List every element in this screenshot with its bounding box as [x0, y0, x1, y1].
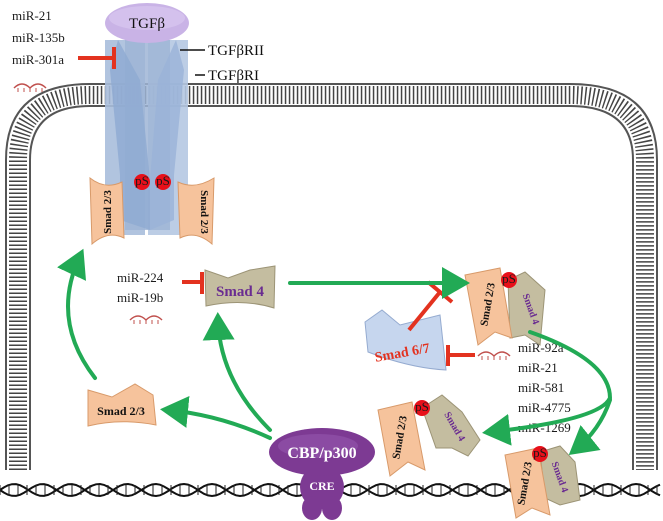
- mirna-label: miR-224: [117, 270, 164, 285]
- arrow-recycle-up: [57, 248, 97, 380]
- smad-complex-nucleus-right: Smad 4 Smad 2/3 pS: [504, 445, 581, 519]
- tgfbri-label: TGFβRI: [208, 68, 259, 84]
- smad23-label: Smad 2/3: [102, 190, 114, 234]
- mirna-label: miR-135b: [12, 30, 65, 45]
- smad4-cytoplasm: Smad 4: [204, 265, 276, 309]
- phospho-label: pS: [415, 399, 429, 414]
- arrow-cbp-to-smad4: [202, 312, 272, 432]
- phospho-label: pS: [502, 271, 516, 286]
- smad23-receptor-left: Smad 2/3: [89, 176, 125, 246]
- smad-complex-cytoplasm: Smad 4 Smad 2/3 pS: [464, 267, 546, 346]
- cell-membrane: [5, 83, 658, 470]
- mirna-hairpin-icon: [13, 83, 47, 92]
- smad23-label: Smad 2/3: [97, 404, 145, 418]
- smad23-label: Smad 2/3: [198, 190, 210, 234]
- phospho-group: pS pS: [134, 173, 171, 190]
- smad23-free: Smad 2/3: [87, 383, 157, 427]
- phospho-label: pS: [156, 173, 170, 188]
- arrow-complex-to-nucleus-right: [568, 398, 612, 455]
- mirna-hairpin-icon: [129, 315, 163, 324]
- cbp-label: CBP/p300: [287, 445, 356, 462]
- smad-complex-nucleus-left: Smad 4 Smad 2/3 pS: [377, 394, 481, 477]
- mirna-label: miR-21: [518, 360, 558, 375]
- tgf-beta-label: TGFβ: [129, 16, 165, 32]
- mirna-label: miR-19b: [117, 290, 163, 305]
- inhibition-line: [407, 290, 442, 332]
- smad4-label: Smad 4: [216, 284, 264, 300]
- mirna-label: miR-92a: [518, 340, 564, 355]
- mirna-label: miR-4775: [518, 400, 571, 415]
- phospho-label: pS: [135, 173, 149, 188]
- smad67-protein: Smad 6/7: [364, 309, 447, 371]
- cre-label: CRE: [309, 479, 334, 493]
- mirna-hairpin-icon: [477, 351, 511, 360]
- smad23-receptor-right: Smad 2/3: [177, 177, 215, 246]
- tgfbrii-label: TGFβRII: [208, 43, 264, 59]
- receptor-mirna-group: miR-21 miR-135b miR-301a: [12, 8, 65, 92]
- cbp-p300: CBP/p300: [269, 428, 375, 476]
- smad67-mirna-group: miR-92a miR-21 miR-581 miR-4775 miR-1269: [518, 340, 571, 435]
- pathway-arrows: [57, 248, 613, 455]
- mirna-label: miR-301a: [12, 52, 64, 67]
- mirna-label: miR-21: [12, 8, 52, 23]
- phospho-label: pS: [533, 445, 547, 460]
- mirna-label: miR-581: [518, 380, 564, 395]
- cre-element: CRE: [300, 465, 344, 520]
- arrow-cbp-to-smad23: [160, 395, 272, 440]
- tgf-beta-ligand: TGFβ: [105, 3, 189, 43]
